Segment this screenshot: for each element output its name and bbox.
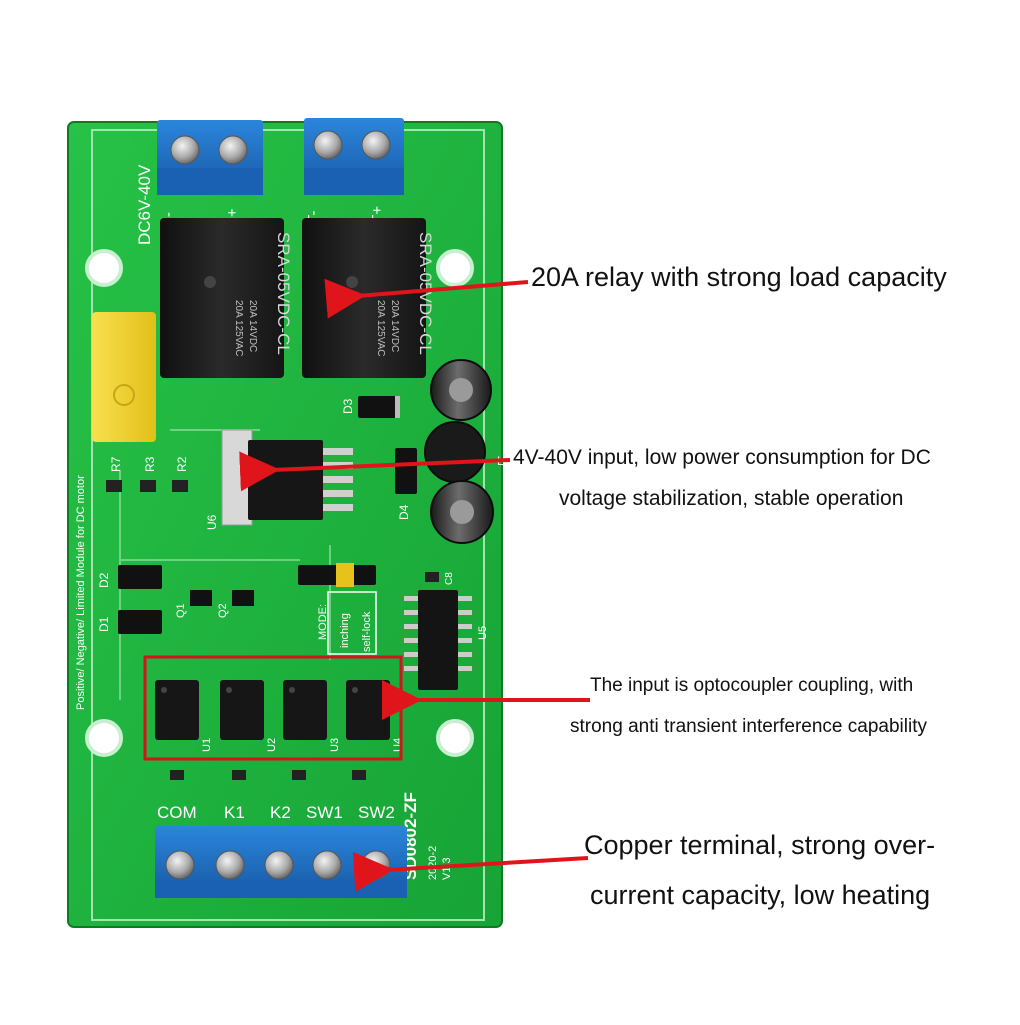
callout-opto-line2: strong anti transient interference capab… [570,716,927,737]
mounting-hole-icon [85,249,474,757]
board-side-text: Positive/ Negative/ Limited Module for D… [75,475,87,710]
transistor-q2 [232,590,254,606]
transistor-q1 [190,590,212,606]
diode-d4-label: D4 [397,504,411,520]
resistor-r2-label: R2 [175,456,189,472]
mode-label: MODE: [317,604,329,640]
diode-d3-label: D3 [341,398,355,414]
relay-left-part: SRA-05VDC-CL [274,232,293,355]
q1-label: Q1 [175,603,187,618]
diode-d3 [358,396,400,418]
ic-u5-label: U5 [477,626,489,640]
mode-jumper [298,563,377,655]
diode-d2-label: D2 [97,572,111,588]
board-version: V1.3 [441,857,453,880]
callout-relay: 20A relay with strong load capacity [531,262,947,292]
callout-opto-line1: The input is optocoupler coupling, with [590,675,914,696]
yellow-capacitor [92,312,156,442]
relay-right-rating2: 20A 125VAC [375,300,386,357]
relay-left-rating1: 20A 14VDC [247,300,258,352]
relay-left: SRA-05VDC-CL 20A 14VDC 20A 125VAC [160,218,293,378]
input-voltage-label: DC6V-40V [135,164,154,245]
resistor-r3-label: R3 [143,456,157,472]
optocoupler-group [155,680,390,740]
diode-d4 [395,448,417,494]
diode-d1 [118,610,162,634]
opto-u1-label: U1 [201,738,213,752]
arrow-terminal [352,851,589,892]
resistor-r7-label: R7 [109,456,123,472]
resistor-row [170,770,366,780]
regulator-label: U6 [205,514,219,530]
ic-u5 [404,572,472,690]
terminal-block-top-left [157,120,263,195]
diode-d1-label: D1 [97,616,111,632]
terminal-block-top-right [304,118,404,195]
resistor-group [106,480,188,492]
terminal-label-k1: K1 [224,803,245,822]
board-date: 2020-2 [427,846,439,880]
electrolytic-capacitor [424,359,494,544]
cap-c8-label: C8 [444,572,455,585]
terminal-label-com: COM [157,803,197,822]
arrow-power [239,451,511,492]
terminal-label-sw2: SW2 [358,803,395,822]
opto-u2-label: U2 [266,738,278,752]
terminal-block-bottom [155,826,407,898]
mode-option-self-lock: self-lock [361,611,373,652]
terminal-label-k2: K2 [270,803,291,822]
terminal-label-sw1: SW1 [306,803,343,822]
opto-u3-label: U3 [329,738,341,752]
callout-terminal-line2: current capacity, low heating [590,880,931,910]
callout-power-line2: voltage stabilization, stable operation [559,487,904,510]
relay-right-part: SRA-05VDC-CL [416,232,435,355]
q2-label: Q2 [217,603,229,618]
callout-power-line1: 4V-40V input, low power consumption for … [513,446,931,469]
diode-d2 [118,565,162,589]
relay-right-rating1: 20A 14VDC [389,300,400,352]
relay-left-rating2: 20A 125VAC [233,300,244,357]
callout-terminal-line1: Copper terminal, strong over- [584,830,936,860]
relay-right: SRA-05VDC-CL 20A 14VDC 20A 125VAC [302,218,435,378]
mode-option-inching: inching [339,613,351,648]
arrow-relay [324,278,529,319]
